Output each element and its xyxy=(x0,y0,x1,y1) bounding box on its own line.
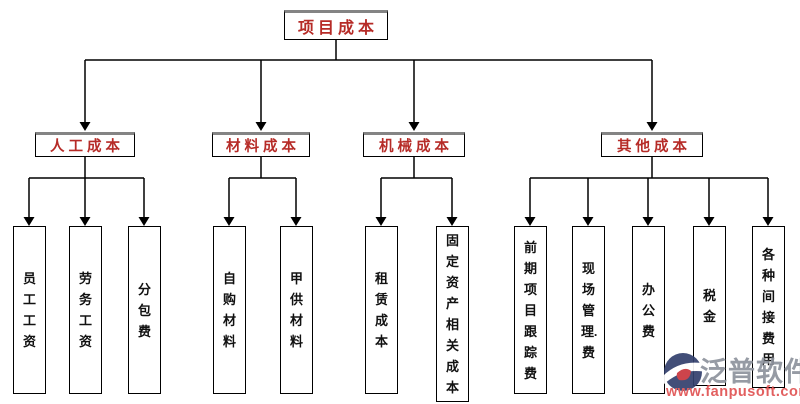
node-material-cost-label: 材料成本 xyxy=(226,139,300,155)
watermark: 泛普软件 www.fanpusoft.com xyxy=(660,348,800,404)
leaf-early-project-tracking-fee-label: 前期项目跟踪费 xyxy=(523,239,537,381)
leaf-various-indirect-expenses-label: 各种间接费用 xyxy=(761,247,775,367)
node-project-cost-label: 项目成本 xyxy=(297,20,378,37)
leaf-office-expense-label: 办公费 xyxy=(641,281,655,339)
watermark-brand-text: 泛普软件 xyxy=(700,357,800,387)
leaf-self-purchased-materials: 自购材料 xyxy=(213,226,246,394)
leaf-site-management-fee: 现场管理.费 xyxy=(572,226,605,394)
leaf-party-a-supplied-materials: 甲供材料 xyxy=(280,226,313,394)
arrowheads xyxy=(23,122,774,226)
leaf-taxes: 税金 xyxy=(693,226,726,386)
node-labor-cost: 人工成本 xyxy=(35,132,135,157)
node-project-cost: 项目成本 xyxy=(284,10,388,40)
node-material-cost: 材料成本 xyxy=(212,132,310,157)
leaf-subcontract-fee-label: 分包费 xyxy=(137,281,151,339)
node-machinery-cost: 机械成本 xyxy=(363,132,465,157)
leaf-various-indirect-expenses: 各种间接费用 xyxy=(752,226,785,388)
leaf-self-purchased-materials-label: 自购材料 xyxy=(222,271,236,349)
leaf-fixed-asset-related-cost-label: 固定资产相关成本 xyxy=(445,233,459,395)
leaf-office-expense: 办公费 xyxy=(632,226,665,394)
watermark-url-text: www.fanpusoft.com xyxy=(666,384,800,400)
node-labor-cost-label: 人工成本 xyxy=(50,139,124,155)
leaf-labor-service-wages: 劳务工资 xyxy=(69,226,102,394)
fanpu-logo-icon xyxy=(663,353,703,391)
leaf-fixed-asset-related-cost: 固定资产相关成本 xyxy=(436,226,469,402)
node-other-cost: 其他成本 xyxy=(601,132,703,157)
leaf-site-management-fee-label: 现场管理.费 xyxy=(581,260,598,360)
node-machinery-cost-label: 机械成本 xyxy=(379,139,453,155)
leaf-party-a-supplied-materials-label: 甲供材料 xyxy=(289,271,303,349)
leaf-employee-wages: 员工工资 xyxy=(13,226,46,394)
leaf-subcontract-fee: 分包费 xyxy=(128,226,161,394)
leaf-rental-cost-label: 租赁成本 xyxy=(374,271,388,349)
leaf-rental-cost: 租赁成本 xyxy=(365,226,398,394)
leaf-taxes-label: 税金 xyxy=(702,288,716,324)
node-other-cost-label: 其他成本 xyxy=(617,139,691,155)
leaf-labor-service-wages-label: 劳务工资 xyxy=(78,271,92,349)
leaf-early-project-tracking-fee: 前期项目跟踪费 xyxy=(514,226,547,394)
leaf-employee-wages-label: 员工工资 xyxy=(22,271,36,349)
